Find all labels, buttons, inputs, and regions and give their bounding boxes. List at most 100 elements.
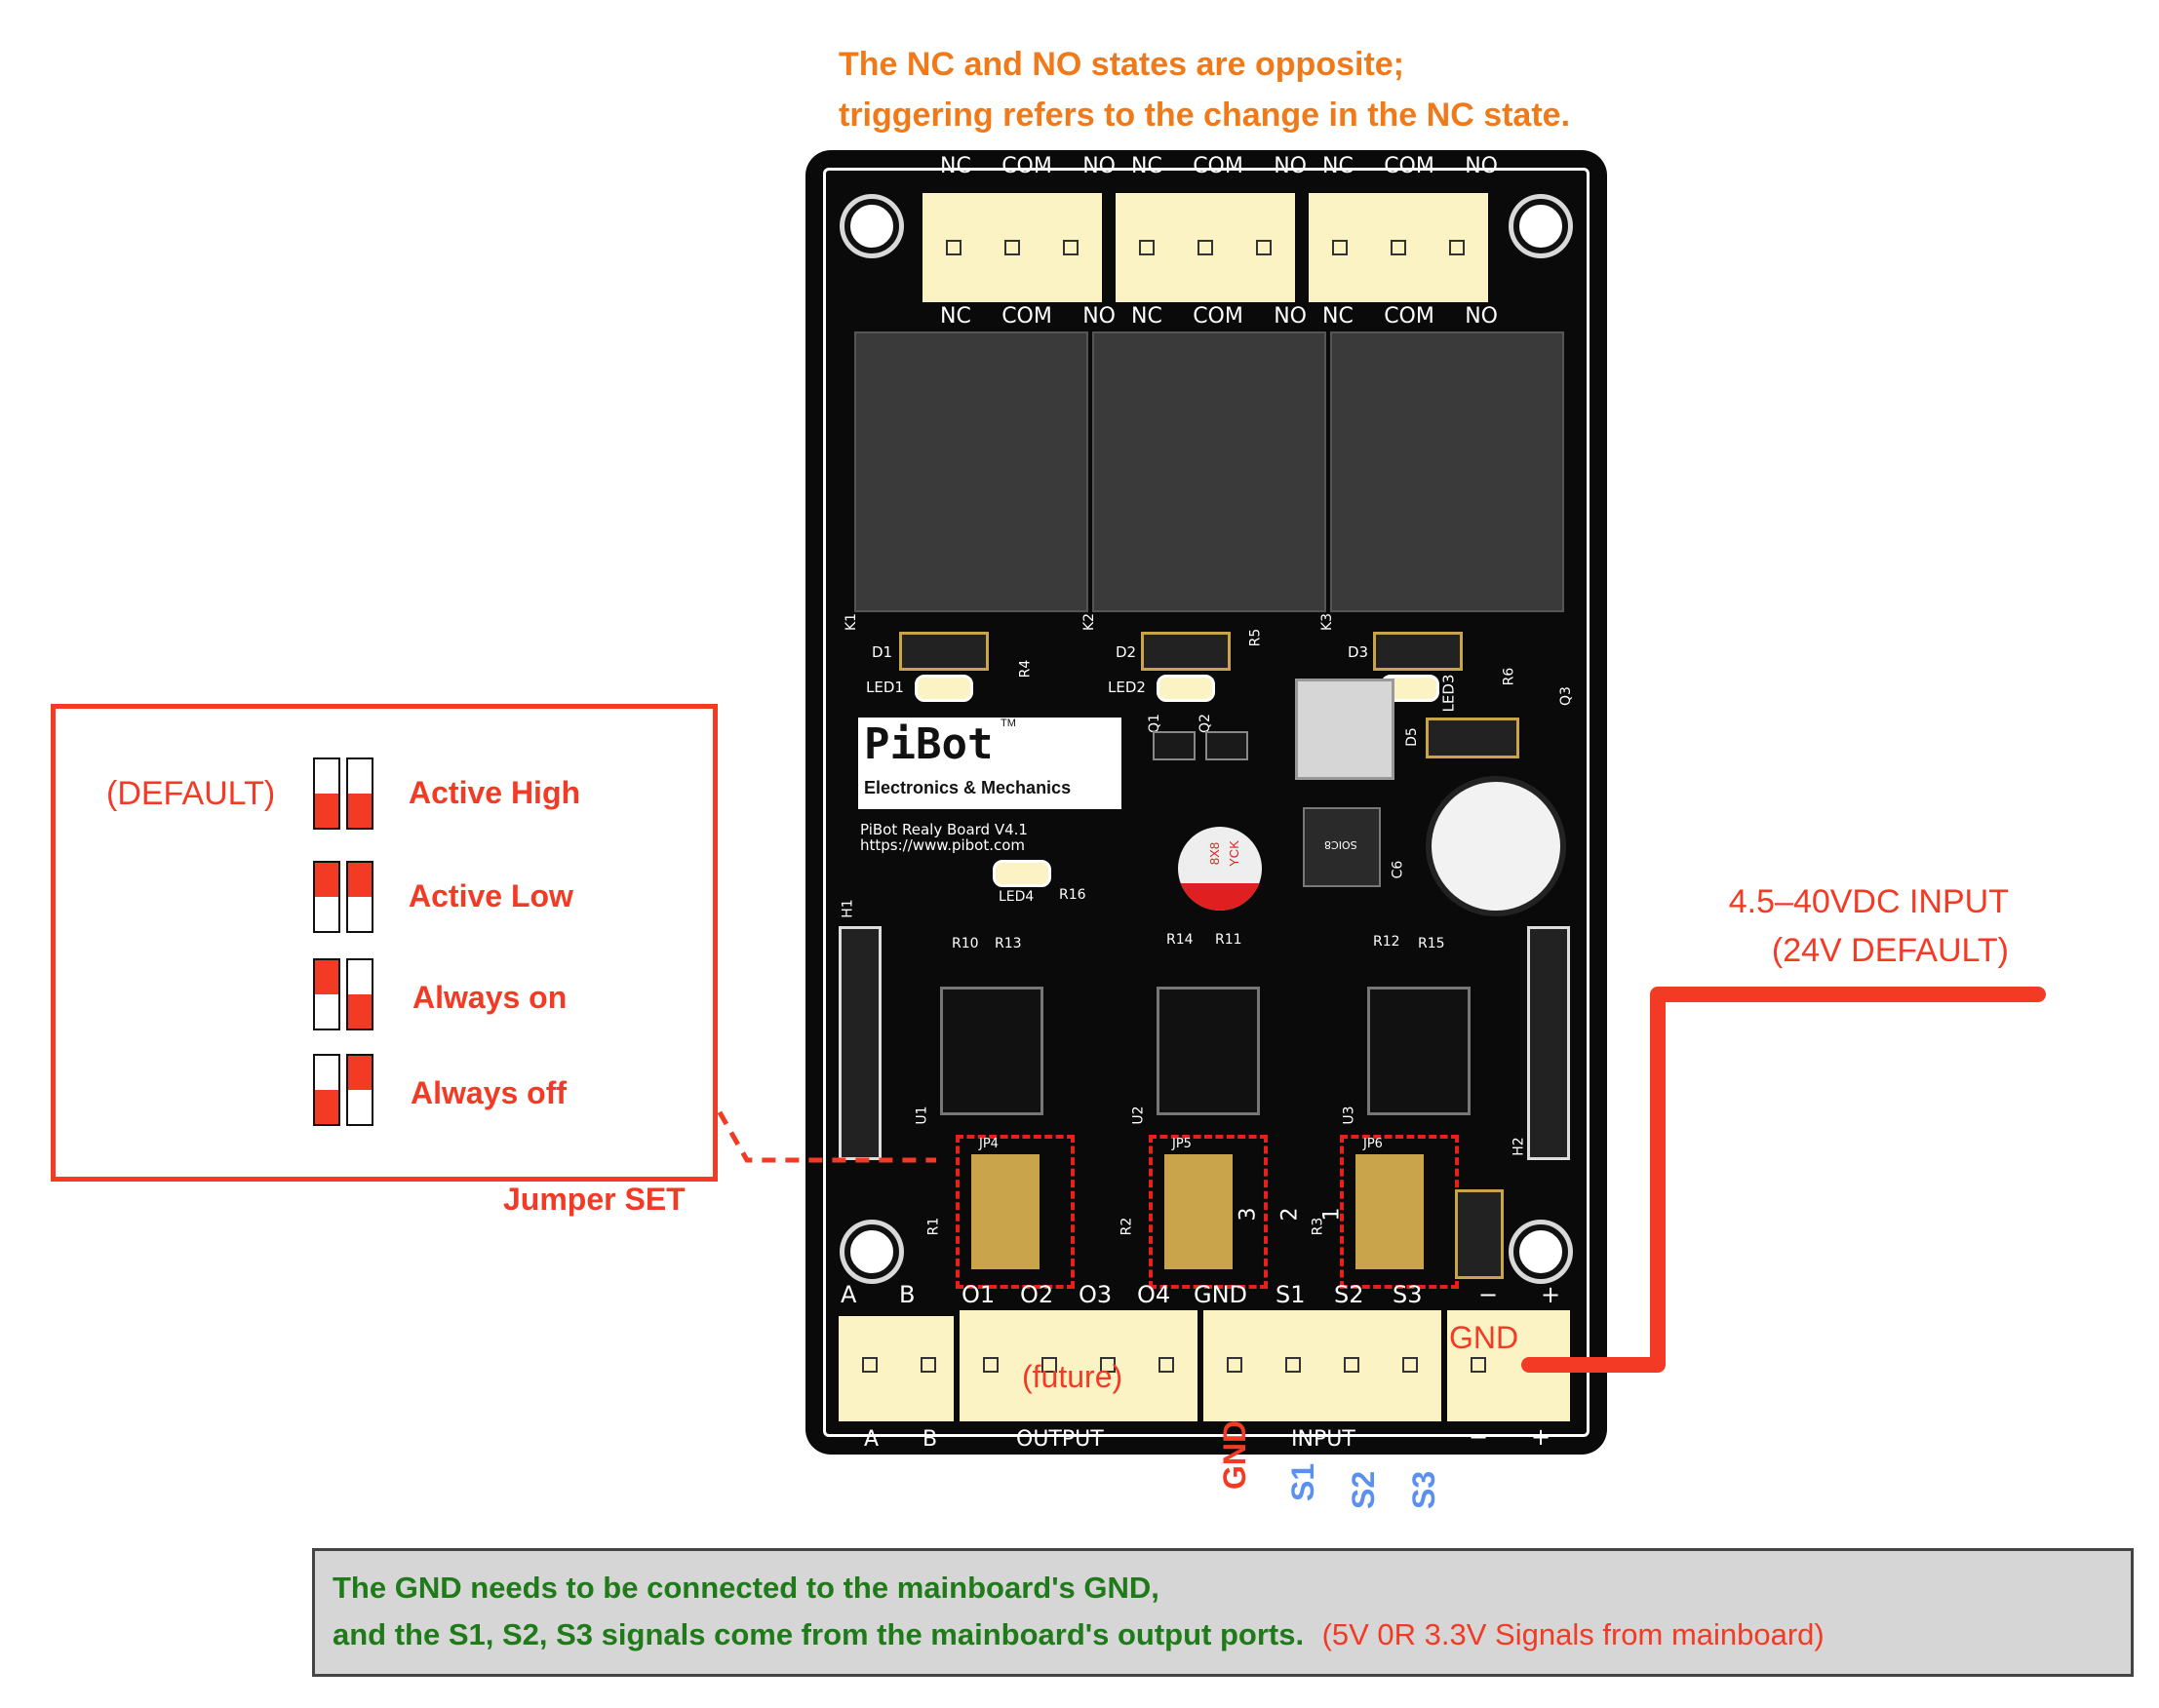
label-no: NO xyxy=(1274,154,1307,178)
legend-label-active-low: Active Low xyxy=(409,878,573,913)
power-note-line2: (24V DEFAULT) xyxy=(1771,932,2009,969)
board-name: PiBot Realy Board V4.1 xyxy=(860,821,1028,838)
relay3-bottom-labels: NC COM NO xyxy=(1322,304,1498,329)
label-r15: R15 xyxy=(1418,936,1445,951)
relay2-bottom-labels: NC COM NO xyxy=(1131,304,1307,329)
jumper-jp5[interactable]: JP5 xyxy=(1149,1135,1268,1289)
top-note-line1: The NC and NO states are opposite; xyxy=(839,46,1404,83)
label-r13: R13 xyxy=(995,936,1022,951)
top-note: The NC and NO states are opposite; trigg… xyxy=(839,39,1570,140)
terminal-ab xyxy=(839,1316,954,1421)
power-note: 4.5–40VDC INPUT (24V DEFAULT) xyxy=(1697,877,2009,975)
legend-label-always-on: Always on xyxy=(412,980,568,1015)
label-d2: D2 xyxy=(1116,643,1137,661)
label-r12: R12 xyxy=(1373,934,1400,950)
power-note-line1: 4.5–40VDC INPUT xyxy=(1728,883,2009,920)
label-jp6: JP6 xyxy=(1363,1137,1383,1151)
diode-d5 xyxy=(1426,718,1519,758)
header-h1 xyxy=(839,926,882,1160)
label-jp5: JP5 xyxy=(1172,1137,1192,1151)
label-r16: R16 xyxy=(1059,887,1086,903)
power-gnd-label: GND xyxy=(1449,1320,1519,1355)
signal-s2: S2 xyxy=(1346,1470,1381,1509)
bottom-label-a: A xyxy=(864,1427,880,1452)
relay2-top-labels: NC COM NO xyxy=(1131,154,1307,178)
label-r14: R14 xyxy=(1166,932,1194,948)
label-com: COM xyxy=(1384,304,1434,329)
jumper-jp4[interactable]: JP4 xyxy=(956,1135,1075,1289)
bottom-label-b: B xyxy=(922,1427,938,1452)
power-wire xyxy=(1521,987,2046,1373)
transistor-q1 xyxy=(1153,731,1196,760)
label-nc: NC xyxy=(1131,304,1162,329)
label-s2: S2 xyxy=(1334,1281,1364,1308)
logo-tm: TM xyxy=(1001,718,1016,729)
optocoupler-u2 xyxy=(1157,987,1260,1115)
relay-k3 xyxy=(1330,331,1564,612)
optocoupler-u1 xyxy=(940,987,1043,1115)
legend-caption: Jumper SET xyxy=(503,1182,686,1217)
capacitor-large xyxy=(1426,776,1566,916)
signal-gnd: GND xyxy=(1217,1419,1252,1490)
bottom-note: The GND needs to be connected to the mai… xyxy=(312,1548,2134,1677)
label-r10: R10 xyxy=(952,936,979,951)
label-nc: NC xyxy=(940,304,971,329)
terminal-output xyxy=(960,1310,1197,1421)
label-no: NO xyxy=(1465,154,1498,178)
diode-d1 xyxy=(899,632,989,671)
label-no: NO xyxy=(1082,304,1116,329)
label-r11: R11 xyxy=(1215,932,1242,948)
label-led1: LED1 xyxy=(866,679,904,696)
terminal-input xyxy=(1203,1310,1441,1421)
jumper-leader-line xyxy=(705,1090,936,1163)
legend-label-active-high: Active High xyxy=(409,775,581,810)
relay1-top-labels: NC COM NO xyxy=(940,154,1116,178)
relay3-terminal xyxy=(1309,193,1488,302)
header-h2 xyxy=(1527,926,1570,1160)
label-o2: O2 xyxy=(1020,1281,1054,1308)
label-led4: LED4 xyxy=(999,889,1035,905)
label-jp4: JP4 xyxy=(979,1137,999,1151)
label-s3: S3 xyxy=(1393,1281,1423,1308)
transistor-q2 xyxy=(1205,731,1248,760)
relay1-bottom-labels: NC COM NO xyxy=(940,304,1116,329)
bottom-label-output: OUTPUT xyxy=(1016,1427,1104,1452)
relay-k1 xyxy=(854,331,1088,612)
top-note-line2: triggering refers to the change in the N… xyxy=(839,97,1571,134)
label-nc: NC xyxy=(940,154,971,178)
bottom-note-line2-wrap: and the S1, S2, S3 signals come from the… xyxy=(333,1617,1825,1652)
jumper-legend: (DEFAULT) Active High Active Low Always … xyxy=(51,704,718,1182)
relay3-top-labels: NC COM NO xyxy=(1322,154,1498,178)
label-nc: NC xyxy=(1322,154,1354,178)
optocoupler-u3 xyxy=(1367,987,1471,1115)
label-s1: S1 xyxy=(1276,1281,1306,1308)
label-com: COM xyxy=(1384,154,1434,178)
label-nc: NC xyxy=(1322,304,1354,329)
signal-s1: S1 xyxy=(1285,1462,1320,1501)
label-no: NO xyxy=(1274,304,1307,329)
legend-default: (DEFAULT) xyxy=(106,775,276,812)
mounting-hole-tl xyxy=(844,199,899,253)
ic-soic8: SOIC8 xyxy=(1303,807,1381,887)
label-com: COM xyxy=(1001,304,1052,329)
label-minus: − xyxy=(1478,1281,1499,1308)
label-a: A xyxy=(841,1281,857,1308)
relay1-terminal xyxy=(922,193,1102,302)
diode-d3 xyxy=(1373,632,1463,671)
label-gnd: GND xyxy=(1194,1281,1248,1308)
label-o3: O3 xyxy=(1079,1281,1113,1308)
mounting-hole-br xyxy=(1513,1224,1568,1279)
label-com: COM xyxy=(1001,154,1052,178)
label-b: B xyxy=(899,1281,916,1308)
bottom-label-minus: − xyxy=(1469,1423,1489,1451)
led4 xyxy=(993,860,1051,887)
mounting-hole-tr xyxy=(1513,199,1568,253)
led1 xyxy=(915,675,973,702)
label-led2: LED2 xyxy=(1108,679,1146,696)
label-nc: NC xyxy=(1131,154,1162,178)
capacitor-8x8: 8X8 YCK xyxy=(1178,827,1262,911)
bottom-note-line1: The GND needs to be connected to the mai… xyxy=(333,1571,1159,1605)
label-d3: D3 xyxy=(1348,643,1369,661)
bottom-label-plus: + xyxy=(1531,1423,1551,1451)
